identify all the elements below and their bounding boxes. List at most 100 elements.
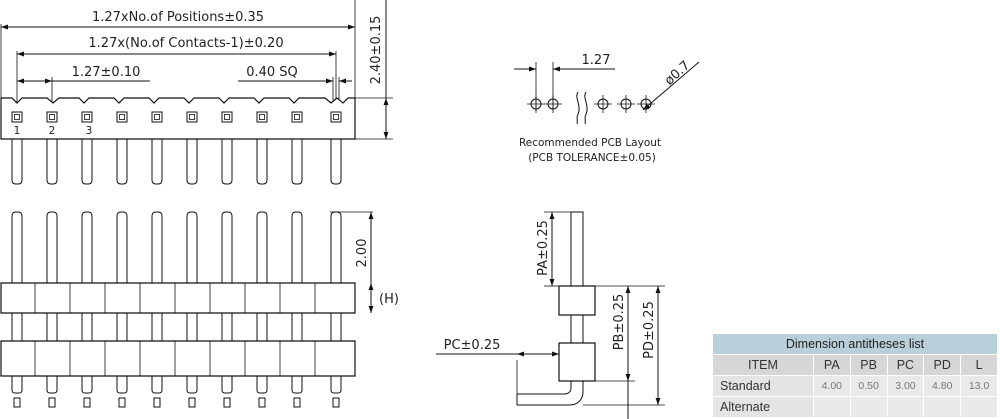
pcb-caption: Recommended PCB Layout — [519, 137, 661, 149]
dimension-table: Dimension antitheses list ITEM PA PB PC … — [712, 333, 998, 418]
top-pin — [81, 139, 93, 185]
front-pin-end — [153, 397, 161, 408]
table-header: ITEM — [712, 354, 814, 376]
pin-square-inner — [84, 114, 90, 120]
front-pin-mid — [330, 312, 342, 342]
table-cell: 4.00 — [812, 375, 851, 397]
dim-contacts: 1.27x(No.of Contacts-1)±0.20 — [88, 36, 283, 51]
front-pin-tip — [151, 211, 163, 283]
front-pin-tip — [11, 211, 23, 283]
pin-square — [151, 111, 163, 123]
front-pin-mid — [116, 312, 128, 342]
pin-square-inner — [154, 114, 160, 120]
top-pin — [186, 139, 198, 185]
top-pin — [46, 139, 58, 185]
front-pin-tip — [116, 211, 128, 283]
top-pin — [221, 139, 233, 185]
front-pin-tip — [186, 211, 198, 283]
top-pin — [291, 139, 303, 185]
pin-square — [221, 111, 233, 123]
front-pin-end — [48, 397, 56, 408]
pin-square — [330, 111, 342, 123]
front-pin-mid — [81, 312, 93, 342]
pin-squares — [11, 111, 342, 123]
table-header: PC — [886, 354, 925, 376]
pin-square-inner — [259, 114, 265, 120]
pin-square — [256, 111, 268, 123]
table-cell: 4.80 — [923, 375, 962, 397]
top-view: 1.27xNo.of Positions±0.35 1.27x(No.of Co… — [0, 0, 393, 185]
pin-label-3: 3 — [86, 125, 93, 137]
pin-square-inner — [49, 114, 55, 120]
pcb-dim-hole: ø0.7 — [662, 58, 693, 88]
front-pin-tail — [291, 376, 303, 394]
top-pin — [256, 139, 268, 185]
table-header: PD — [923, 354, 962, 376]
front-pin-tip — [330, 211, 342, 283]
top-pin — [151, 139, 163, 185]
table-row: Standard 4.00 0.50 3.00 4.80 13.0 — [712, 375, 998, 397]
table-header: PA — [812, 354, 851, 376]
front-pin-tail — [116, 376, 128, 394]
table-cell: 0.50 — [849, 375, 888, 397]
table-header: L — [960, 354, 998, 376]
front-dim-height: (H) — [379, 292, 399, 307]
front-pin-tail — [151, 376, 163, 394]
pin-square-inner — [189, 114, 195, 120]
table-header: PB — [849, 354, 888, 376]
front-pin-tail — [81, 376, 93, 394]
pin-square — [11, 111, 23, 123]
pin-square-inner — [14, 114, 20, 120]
pin-label-1: 1 — [14, 125, 21, 137]
dim-height: 2.40±0.15 — [369, 16, 384, 85]
dim-pc: PC±0.25 — [444, 338, 501, 353]
table-row: Alternate — [712, 396, 998, 418]
front-pin-end — [83, 397, 91, 408]
dim-pd: PD±0.25 — [642, 301, 657, 359]
front-pin-mid — [291, 312, 303, 342]
pin-square-inner — [119, 114, 125, 120]
front-pin-mid — [256, 312, 268, 342]
table-title: Dimension antitheses list — [712, 333, 998, 355]
table-row-label: Alternate — [712, 396, 814, 418]
front-pin-tip — [81, 211, 93, 283]
front-pin-end — [258, 397, 266, 408]
front-pin-tip — [291, 211, 303, 283]
front-pin-tip — [256, 211, 268, 283]
table-cell — [923, 396, 962, 418]
front-view: 2.00 (H) — [0, 211, 399, 408]
front-pin-end — [118, 397, 126, 408]
pcb-tolerance: (PCB TOLERANCE±0.05) — [528, 152, 656, 164]
dim-pb: PB±0.25 — [612, 294, 627, 351]
front-pin-mid — [186, 312, 198, 342]
table-cell — [812, 396, 851, 418]
front-pin-tail — [221, 376, 233, 394]
front-dim-tip: 2.00 — [355, 239, 370, 268]
front-pin-mid — [151, 312, 163, 342]
front-pin-end — [332, 397, 340, 408]
dim-pa: PA±0.25 — [536, 220, 551, 276]
pin-square — [81, 111, 93, 123]
front-pin-end — [13, 397, 21, 408]
front-pin-mid — [46, 312, 58, 342]
front-pin-tail — [330, 376, 342, 394]
top-pin — [11, 139, 23, 185]
pcb-holes — [527, 95, 655, 113]
front-pin-end — [188, 397, 196, 408]
front-pin-mid — [11, 312, 23, 342]
dim-square: 0.40 SQ — [246, 65, 298, 80]
top-pin — [330, 139, 342, 185]
front-pin-tip — [46, 211, 58, 283]
pin-square — [291, 111, 303, 123]
pin-square-inner — [224, 114, 230, 120]
front-pin-end — [223, 397, 231, 408]
front-pin-tail — [186, 376, 198, 394]
front-pin-mid — [221, 312, 233, 342]
dim-pitch: 1.27±0.10 — [72, 65, 141, 80]
pin-square-inner — [294, 114, 300, 120]
pin-square — [46, 111, 58, 123]
front-pin-tail — [11, 376, 23, 394]
side-view: PA±0.25 PB±0.25 PD±0.25 PC±0.25 — [436, 211, 665, 419]
table-header-row: ITEM PA PB PC PD L — [712, 354, 998, 376]
